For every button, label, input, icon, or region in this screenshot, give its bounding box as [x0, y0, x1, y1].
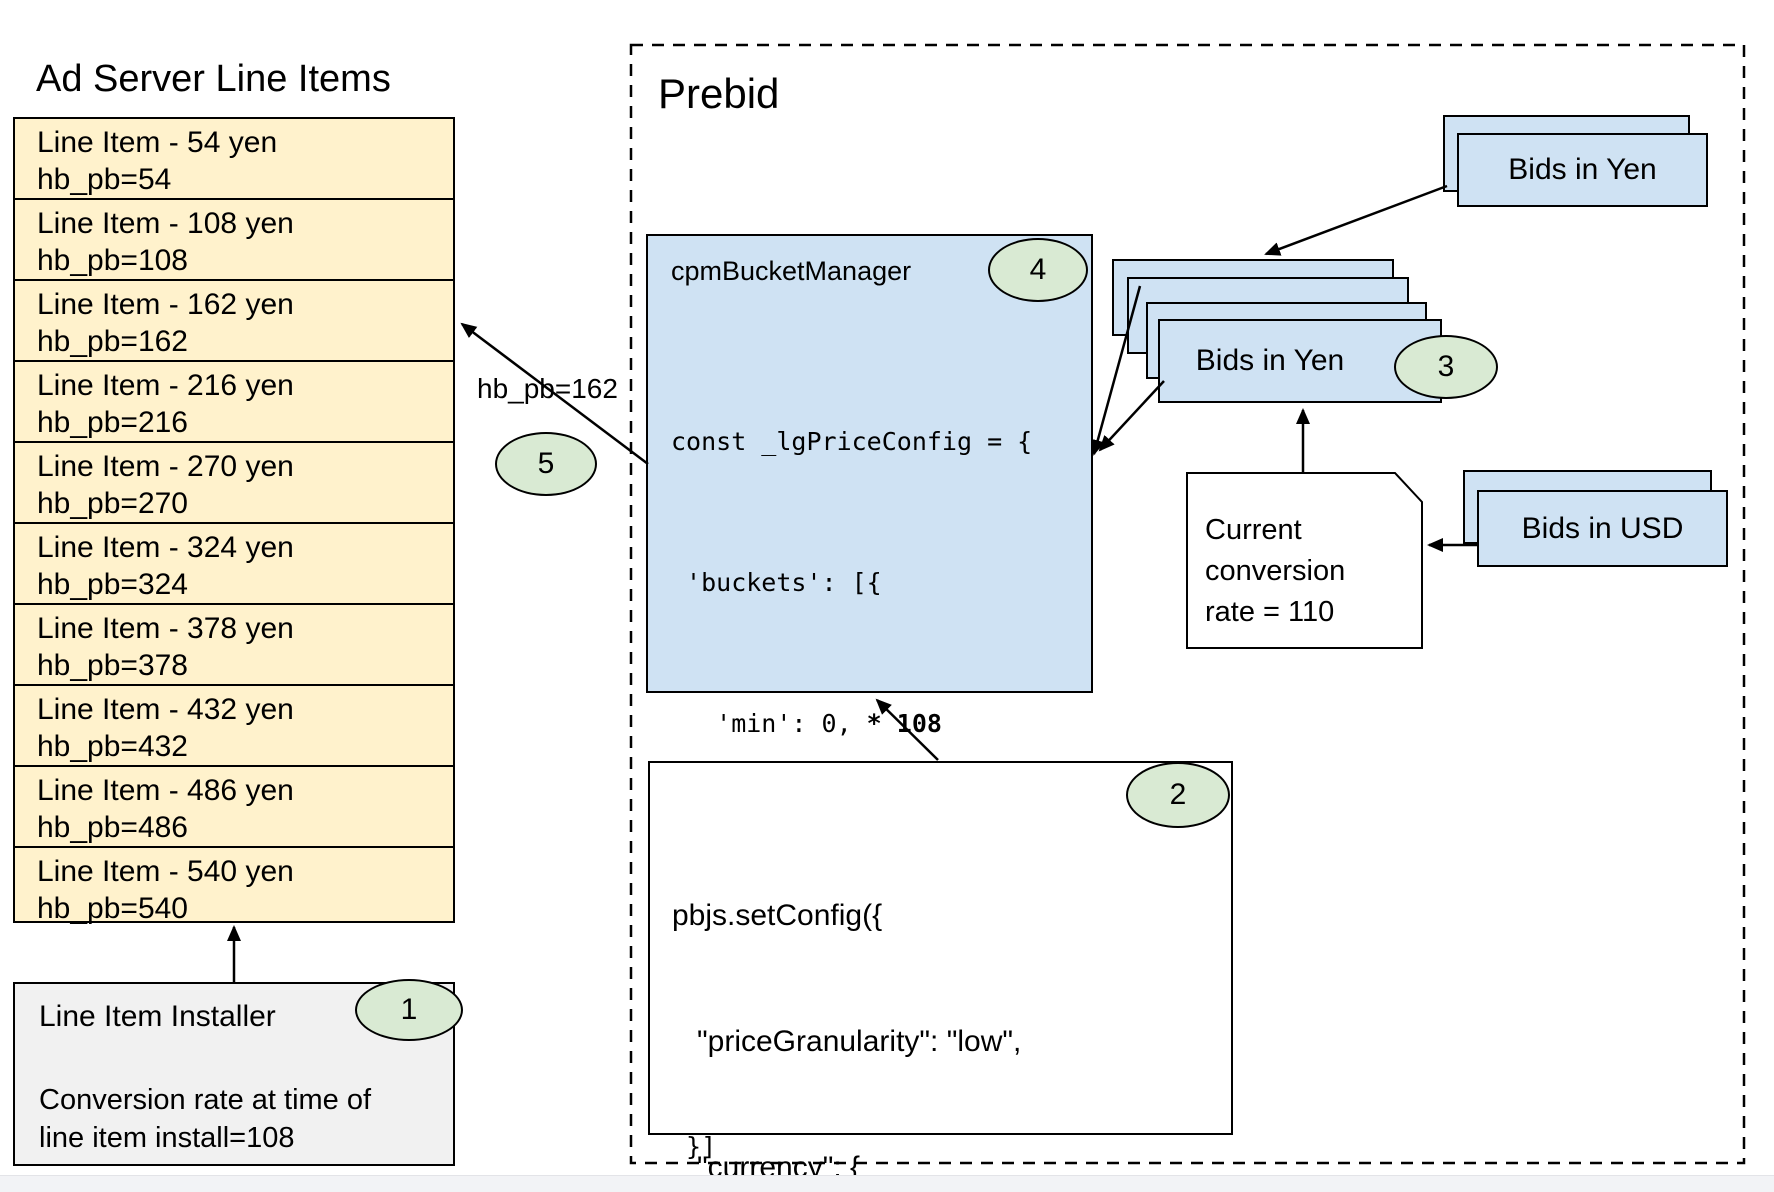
- line-item-row: Line Item - 378 yen hb_pb=378: [15, 603, 453, 684]
- line-item-key: hb_pb=432: [37, 730, 188, 763]
- line-item-row: Line Item - 54 yen hb_pb=54: [15, 119, 453, 198]
- line-item-row: Line Item - 432 yen hb_pb=432: [15, 684, 453, 765]
- installer-title: Line Item Installer: [39, 1000, 276, 1033]
- step-badge-1: 1: [355, 979, 463, 1041]
- line-item-name: Line Item - 162 yen: [37, 288, 294, 321]
- arrow-yen-top-to-stack: [1264, 184, 1448, 256]
- step-badge-2: 2: [1126, 762, 1230, 828]
- line-item-key: hb_pb=54: [37, 163, 172, 196]
- line-item-key: hb_pb=486: [37, 811, 188, 844]
- bids-in-yen-top-card: Bids in Yen: [1457, 133, 1708, 207]
- line-item-key: hb_pb=378: [37, 649, 188, 682]
- installer-note: Conversion rate at time of line item ins…: [39, 1081, 371, 1157]
- line-item-row: Line Item - 324 yen hb_pb=324: [15, 522, 453, 603]
- line-item-name: Line Item - 540 yen: [37, 855, 294, 888]
- line-item-name: Line Item - 432 yen: [37, 693, 294, 726]
- line-item-row: Line Item - 540 yen hb_pb=540: [15, 846, 453, 927]
- line-item-key: hb_pb=540: [37, 892, 188, 925]
- code-line: 'buckets': [{: [671, 568, 882, 597]
- bids-in-usd-card: Bids in USD: [1477, 490, 1728, 567]
- line-item-key: hb_pb=108: [37, 244, 188, 277]
- line-item-row: Line Item - 270 yen hb_pb=270: [15, 441, 453, 522]
- line-item-name: Line Item - 54 yen: [37, 126, 278, 159]
- cpm-bucket-manager-box: cpmBucketManager const _lgPriceConfig = …: [646, 234, 1093, 1161]
- line-item-name: Line Item - 378 yen: [37, 612, 294, 645]
- line-item-name: Line Item - 108 yen: [37, 207, 294, 240]
- ad-server-title: Ad Server Line Items: [36, 58, 391, 100]
- code-text: 'min': 0,: [671, 709, 867, 738]
- code-line: const _lgPriceConfig = {: [671, 427, 1033, 456]
- line-item-name: Line Item - 486 yen: [37, 774, 294, 807]
- code-line: pbjs.setConfig({: [672, 899, 883, 932]
- installer-note-line2: line item install=108: [39, 1122, 295, 1154]
- code-multiplier: * 108: [866, 709, 942, 738]
- line-item-row: Line Item - 486 yen hb_pb=486: [15, 765, 453, 846]
- line-item-key: hb_pb=216: [37, 406, 188, 439]
- hb-pb-arrow-label: hb_pb=162: [477, 373, 618, 404]
- line-item-key: hb_pb=270: [37, 487, 188, 520]
- pbjs-setconfig-box: pbjs.setConfig({ "priceGranularity": "lo…: [648, 761, 1233, 1184]
- page-bottom-strip: [0, 1175, 1774, 1192]
- bucket-manager-title: cpmBucketManager: [671, 256, 912, 286]
- bids-in-yen-label: Bids in Yen: [1195, 344, 1345, 377]
- line-item-key: hb_pb=162: [37, 325, 188, 358]
- installer-note-line1: Conversion rate at time of: [39, 1084, 372, 1116]
- arrow-yen-stack-to-bucket-2: [1098, 380, 1165, 452]
- note-line: conversion: [1205, 555, 1346, 587]
- note-line: rate = 110: [1205, 596, 1335, 628]
- line-item-name: Line Item - 216 yen: [37, 369, 294, 402]
- note-line: Current: [1205, 514, 1302, 546]
- line-item-row: Line Item - 216 yen hb_pb=216: [15, 360, 453, 441]
- bids-in-usd-label: Bids in USD: [1521, 511, 1684, 545]
- line-items-table: Line Item - 54 yen hb_pb=54 Line Item - …: [13, 117, 455, 925]
- step-badge-5: 5: [495, 432, 597, 496]
- code-line: "priceGranularity": "low",: [672, 1025, 1022, 1058]
- step-badge-3: 3: [1394, 335, 1498, 399]
- line-item-row: Line Item - 162 yen hb_pb=162: [15, 279, 453, 360]
- bids-in-yen-label: Bids in Yen: [1508, 153, 1657, 186]
- line-item-key: hb_pb=324: [37, 568, 188, 601]
- code-line: 'min': 0, * 108: [671, 700, 1047, 747]
- line-item-name: Line Item - 270 yen: [37, 450, 294, 483]
- conversion-note-text: Current conversion rate = 110: [1205, 510, 1345, 633]
- pbjs-code: pbjs.setConfig({ "priceGranularity": "lo…: [672, 811, 1088, 1192]
- code-line: }]: [671, 1132, 717, 1161]
- prebid-title: Prebid: [658, 70, 780, 117]
- line-item-name: Line Item - 324 yen: [37, 531, 294, 564]
- line-item-row: Line Item - 108 yen hb_pb=108: [15, 198, 453, 279]
- step-badge-4: 4: [988, 238, 1088, 302]
